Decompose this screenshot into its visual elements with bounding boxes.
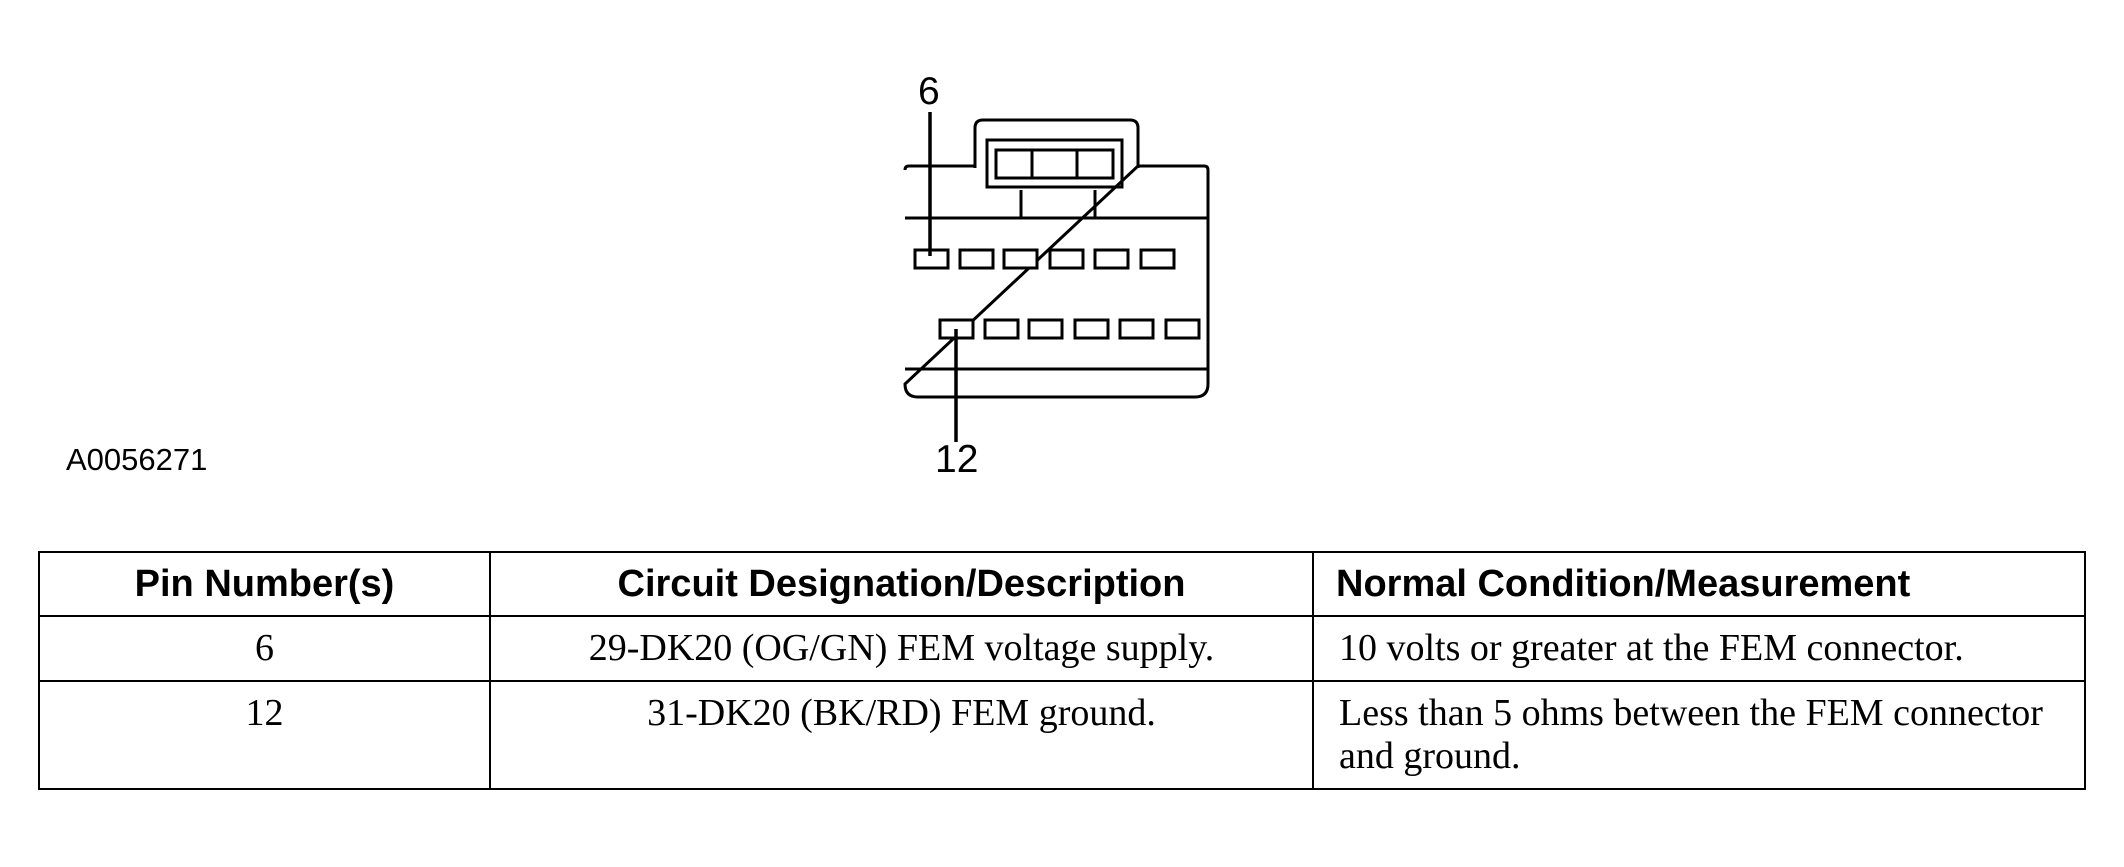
pin-cavity	[1118, 318, 1155, 340]
circuit-cell: 31-DK20 (BK/RD) FEM ground.	[489, 680, 1314, 790]
pin-cavity	[983, 318, 1020, 340]
pin-cavity	[1027, 318, 1064, 340]
connector-latch-window	[985, 138, 1124, 189]
column-header-condition: Normal Condition/Measurement	[1312, 551, 2086, 617]
table-row: 12 31-DK20 (BK/RD) FEM ground. Less than…	[38, 680, 2086, 790]
figure-id: A0056271	[66, 442, 208, 477]
pin-cavity	[1002, 248, 1039, 270]
callout-pin-12: 12	[935, 438, 979, 481]
connector-diagram: 6 12 A0056271	[66, 70, 1210, 481]
connector-face-drawing	[903, 112, 1210, 442]
connector-housing	[903, 164, 1210, 399]
callout-pin-6: 6	[918, 70, 940, 113]
pin-cavity	[1139, 248, 1176, 270]
column-header-pin: Pin Number(s)	[38, 551, 491, 617]
pin-cavity	[1048, 248, 1085, 270]
pin-cavity	[1093, 248, 1130, 270]
pin-number-cell: 6	[38, 615, 491, 682]
pin-cavity	[1164, 318, 1201, 340]
pin-cavity	[1073, 318, 1110, 340]
condition-cell: Less than 5 ohms between the FEM connect…	[1312, 680, 2086, 790]
table-header-row: Pin Number(s) Circuit Designation/Descri…	[38, 551, 2086, 617]
table-row: 6 29-DK20 (OG/GN) FEM voltage supply. 10…	[38, 615, 2086, 682]
column-header-circuit: Circuit Designation/Description	[489, 551, 1314, 617]
pin-table: Pin Number(s) Circuit Designation/Descri…	[38, 551, 2086, 790]
pin-cavity	[958, 248, 995, 270]
pin-number-cell: 12	[38, 680, 491, 790]
connector-lock-tab	[973, 118, 1140, 168]
condition-cell: 10 volts or greater at the FEM connector…	[1312, 615, 2086, 682]
circuit-cell: 29-DK20 (OG/GN) FEM voltage supply.	[489, 615, 1314, 682]
